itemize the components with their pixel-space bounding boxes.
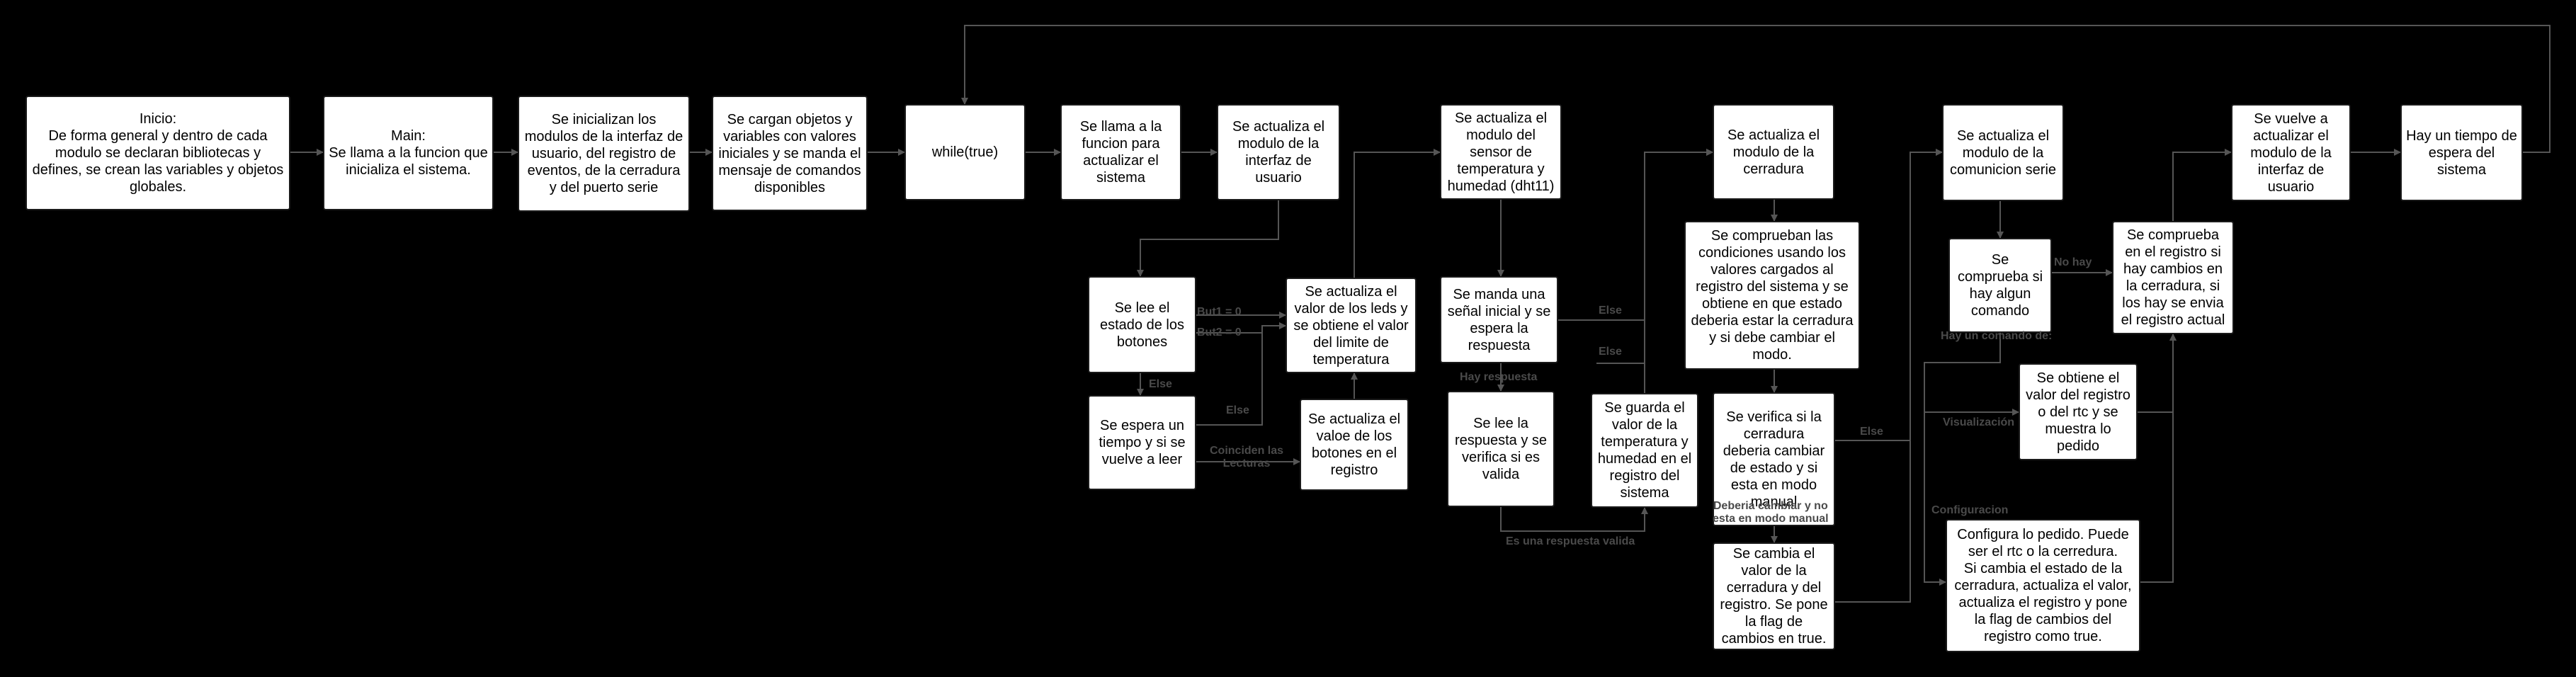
- edge-label-no-hay: No hay: [2054, 256, 2092, 268]
- edge-loop-back: [961, 25, 2551, 153]
- edge-guarda-cerradura: [1644, 149, 1713, 393]
- node-vuelve-actualizar: Se vuelve a actualizar el modulo de la i…: [2231, 104, 2351, 201]
- node-obtiene-rtc: Se obtiene el valor del registro o del r…: [2019, 363, 2138, 460]
- node-cargar-objetos: Se cargan objetos y variables con valore…: [712, 96, 868, 211]
- node-lee-respuesta: Se lee la respuesta y se verifica si es …: [1447, 391, 1555, 507]
- node-actualiza-comunicion: Se actualiza el modulo de la comunicion …: [1942, 104, 2064, 201]
- edge-label-configuracion: Configuracion: [1931, 504, 2009, 516]
- node-tiempo-espera: Hay un tiempo de espera del sistema: [2400, 104, 2523, 201]
- edge-hay-comando: [1924, 333, 2001, 586]
- edge-label-visualizacion: Visualización: [1943, 416, 2015, 428]
- node-guarda-valor: Se guarda el valor de la temperatura y h…: [1591, 393, 1698, 508]
- node-main: Main: Se llama a la funcion que iniciali…: [323, 96, 494, 210]
- edge-label-else-espera: Else: [1226, 404, 1249, 416]
- edge-label-but2: But2 = 0: [1197, 326, 1242, 338]
- node-actualiza-valoe: Se actualiza el valoe de los botones en …: [1300, 399, 1409, 491]
- edge-label-hay-respuesta: Hay respuesta: [1460, 371, 1538, 383]
- edge-label-else-botones: Else: [1149, 378, 1172, 390]
- node-comprueba-comando: Se comprueba si hay algun comando: [1948, 238, 2052, 333]
- node-actualiza-leds: Se actualiza el valor de los leds y se o…: [1286, 278, 1417, 373]
- edge-label-deberia-cambiar: Deberia cambiar y no esta en modo manual: [1713, 500, 1829, 525]
- edge-interfaz-lee: [1137, 200, 1279, 277]
- node-llama-funcion: Se llama a la funcion para actualizar el…: [1060, 104, 1181, 200]
- node-verifica-cerradura: Se verifica si la cerradura deberia camb…: [1713, 392, 1835, 526]
- edge-respuesta-guarda: [1500, 507, 1648, 532]
- edge-label-else-sensor-1: Else: [1599, 305, 1622, 317]
- edge-label-hay-comando: Hay un comando de:: [1941, 330, 2053, 342]
- node-senal-inicial: Se manda una señal inicial y se espera l…: [1440, 276, 1558, 363]
- edge-label-coinciden: Coinciden las Lecturas: [1210, 445, 1284, 470]
- node-inicio: Inicio: De forma general y dentro de cad…: [25, 96, 290, 210]
- node-cambia-valor: Se cambia el valor de la cerradura y del…: [1713, 542, 1835, 650]
- edge-leds-sensor: [1354, 149, 1441, 278]
- edge-config-registro: [2140, 334, 2177, 583]
- node-actualiza-interfaz: Se actualiza el modulo de la interfaz de…: [1217, 104, 1340, 200]
- edge-label-else-sensor-2: Else: [1599, 346, 1622, 358]
- node-actualiza-cerradura: Se actualiza el modulo de la cerradura: [1713, 104, 1834, 200]
- node-init-modulos: Se inicializan los modulos de la interfa…: [518, 96, 690, 212]
- node-comprueban-condiciones: Se comprueban las condiciones usando los…: [1684, 221, 1860, 370]
- node-lee-botones: Se lee el estado de los botones: [1088, 276, 1196, 373]
- edge-label-respuesta-valida: Es una respuesta valida: [1506, 535, 1635, 547]
- node-espera-tiempo: Se espera un tiempo y si se vuelve a lee…: [1088, 395, 1196, 490]
- edge-label-but1: But1 = 0: [1197, 306, 1242, 318]
- edge-obtiene-registro: [2138, 334, 2177, 413]
- edge-cambia-com: [1835, 149, 1943, 603]
- edge-label-else-cerradura: Else: [1860, 426, 1883, 438]
- node-configura: Configura lo pedido. Puede ser el rtc o …: [1946, 519, 2140, 652]
- node-actualiza-sensor: Se actualiza el modulo del sensor de tem…: [1440, 104, 1562, 200]
- edge-registro-vuelve: [2172, 149, 2232, 221]
- edge-else-espera: [1196, 322, 1286, 426]
- node-while-true: while(true): [904, 104, 1026, 200]
- node-comprueba-registro: Se comprueba en el registro si hay cambi…: [2112, 221, 2234, 334]
